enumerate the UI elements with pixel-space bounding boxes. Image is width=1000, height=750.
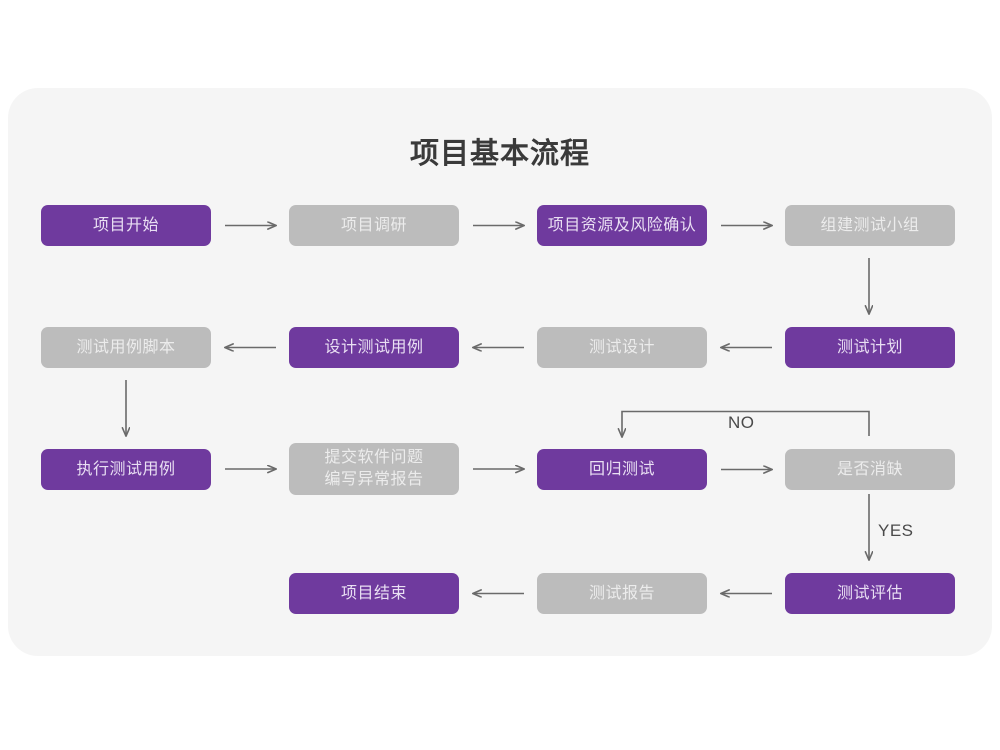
node-project-start[interactable]: 项目开始 xyxy=(41,205,211,246)
node-regression-test[interactable]: 回归测试 xyxy=(537,449,707,490)
node-test-case-script[interactable]: 测试用例脚本 xyxy=(41,327,211,368)
node-submit-defect-report[interactable]: 提交软件问题 编写异常报告 xyxy=(289,443,459,495)
node-build-test-team[interactable]: 组建测试小组 xyxy=(785,205,955,246)
edge-label-yes-label: YES xyxy=(878,521,914,540)
node-design-test-case[interactable]: 设计测试用例 xyxy=(289,327,459,368)
node-test-evaluation[interactable]: 测试评估 xyxy=(785,573,955,614)
node-test-design[interactable]: 测试设计 xyxy=(537,327,707,368)
edge-label-no-label: NO xyxy=(728,413,755,432)
node-test-report[interactable]: 测试报告 xyxy=(537,573,707,614)
page-title: 项目基本流程 xyxy=(409,138,590,170)
node-defect-resolved[interactable]: 是否消缺 xyxy=(785,449,955,490)
node-resource-risk-confirm[interactable]: 项目资源及风险确认 xyxy=(537,205,707,246)
node-execute-test-case[interactable]: 执行测试用例 xyxy=(41,449,211,490)
node-project-end[interactable]: 项目结束 xyxy=(289,573,459,614)
flowchart-card xyxy=(8,88,992,656)
node-project-research[interactable]: 项目调研 xyxy=(289,205,459,246)
node-test-plan[interactable]: 测试计划 xyxy=(785,327,955,368)
